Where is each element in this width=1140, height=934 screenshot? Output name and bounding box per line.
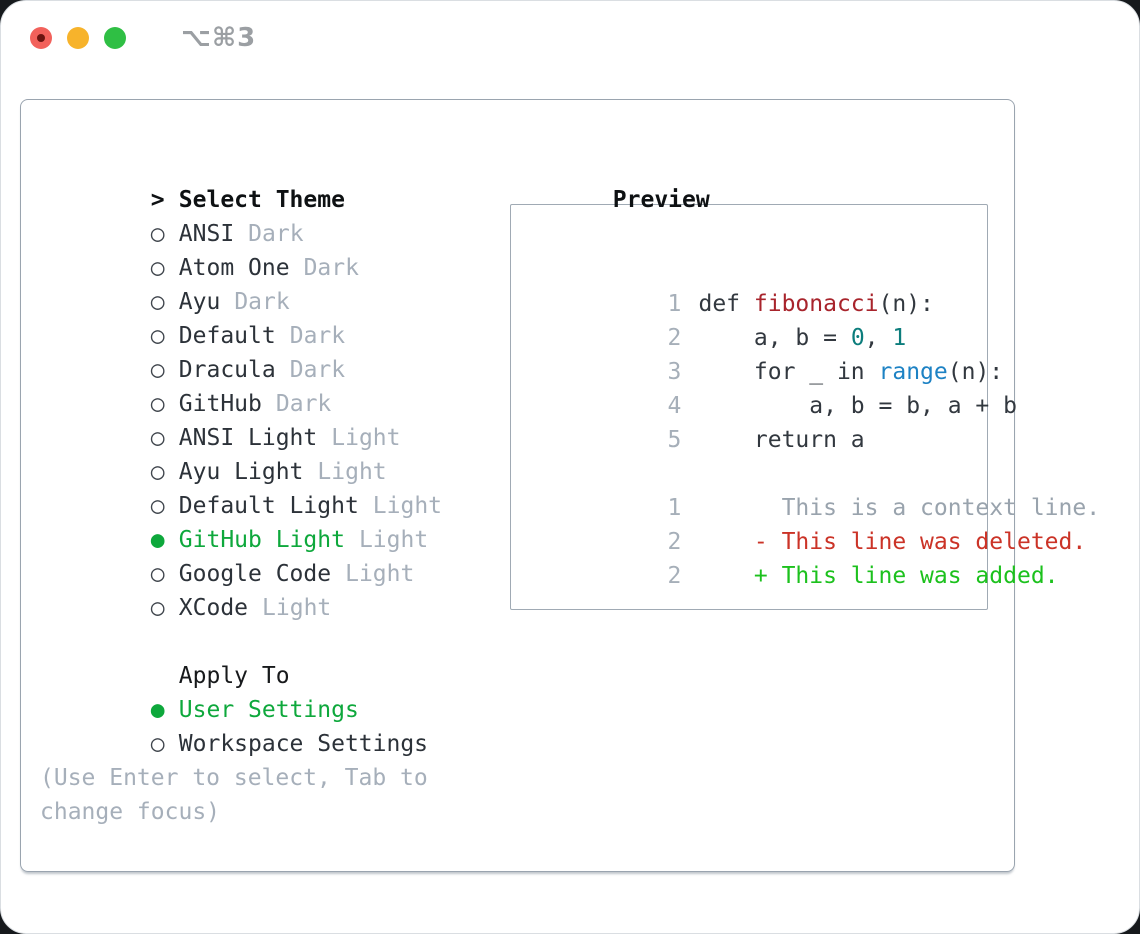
radio-icon: ○ [150,493,165,519]
line-number: 4 [667,393,682,419]
line-number: 5 [667,427,682,453]
unsaved-dot-icon [37,34,45,42]
radio-icon: ○ [150,561,165,587]
line-number: 2 [667,563,682,589]
number-token: 1 [892,325,907,351]
select-theme-header: > Select Theme [40,149,502,213]
radio-icon: ○ [150,221,165,247]
radio-icon: ○ [150,595,165,621]
code-line: 3 for _ in range(n): [511,321,1003,385]
keyboard-hint-line2: change focus) [40,799,221,825]
cursor-arrow-icon: > [150,187,165,213]
diff-context-line: 1 This is a context line. [511,457,1100,521]
select-theme-title: Select Theme [178,187,345,213]
titlebar: ⌥⌘3 [30,23,257,53]
line-number: 2 [667,529,682,555]
radio-icon: ○ [150,289,165,315]
radio-selected-icon: ● [150,527,165,553]
line-number: 1 [667,495,682,521]
radio-icon: ○ [150,425,165,451]
maximize-button[interactable] [104,27,126,49]
window-title: ⌥⌘3 [181,23,257,53]
apply-option-user-settings[interactable]: ●User Settings [40,659,502,723]
code-line: 4 a, b = b, a + b [511,355,1017,419]
radio-icon: ○ [150,459,165,485]
builtin-call-token: range [878,359,948,385]
preview-title: Preview [612,187,710,213]
line-number: 3 [667,359,682,385]
radio-icon: ○ [150,255,165,281]
minimize-button[interactable] [67,27,89,49]
code-line: 2 a, b = 0, 1 [511,287,987,351]
line-number: 1 [667,291,682,317]
radio-icon: ○ [150,323,165,349]
radio-selected-icon: ● [150,697,165,723]
code-line: 5 return a [511,389,987,453]
line-number: 2 [667,325,682,351]
diff-deleted-line: 2 - This line was deleted. [511,491,1086,555]
radio-icon: ○ [150,391,165,417]
preview-header: Preview [502,149,1014,213]
radio-icon: ○ [150,731,165,757]
close-button[interactable] [30,27,52,49]
keyboard-hint-line1: (Use Enter to select, Tab to [40,765,428,791]
apply-option-workspace-settings[interactable]: ○Workspace Settings [40,693,502,757]
radio-icon: ○ [150,357,165,383]
number-token: 0 [850,325,865,351]
diff-added-line: 2 + This line was added. [511,525,1058,589]
apply-to-header: Apply To [178,663,290,689]
function-name-token: fibonacci [753,291,879,317]
